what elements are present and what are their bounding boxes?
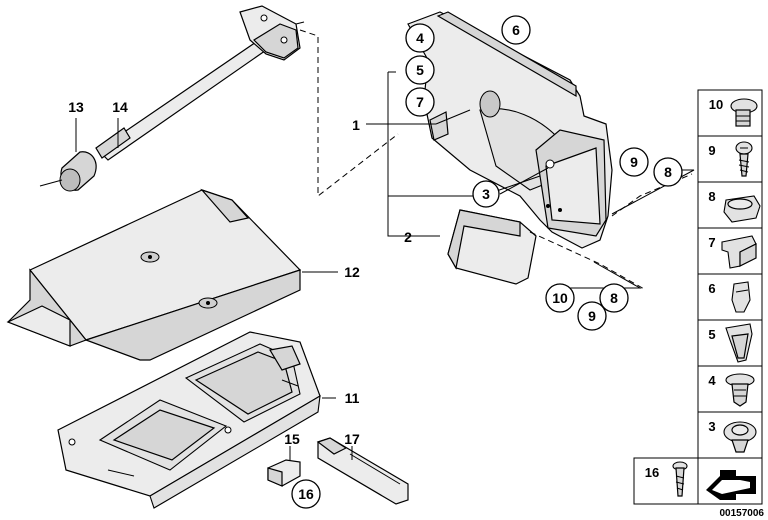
label-11: 11 bbox=[345, 390, 360, 406]
mushroom-rivet-icon bbox=[725, 373, 755, 407]
callout-circle-7 bbox=[405, 87, 435, 117]
expanding-clip-icon bbox=[723, 421, 757, 453]
callout-circle-8-bottom bbox=[599, 283, 629, 313]
label-17: 17 bbox=[344, 431, 360, 447]
legend-num-4: 4 bbox=[708, 373, 716, 388]
callout-8-top: 8 bbox=[664, 164, 672, 180]
legend-num-8: 8 bbox=[708, 189, 715, 204]
side-trim-panel-part bbox=[407, 11, 613, 249]
trunk-tray-part bbox=[57, 331, 321, 509]
callout-10: 10 bbox=[552, 290, 568, 306]
callout-16: 16 bbox=[298, 486, 314, 502]
expanding-rivet-icon bbox=[730, 98, 758, 127]
legend-num-6: 6 bbox=[708, 281, 715, 296]
label-2: 2 bbox=[404, 229, 412, 245]
screw-icon bbox=[735, 141, 753, 177]
callout-circle-4 bbox=[405, 23, 435, 53]
callout-4: 4 bbox=[416, 30, 424, 46]
callout-3: 3 bbox=[482, 186, 490, 202]
arrow-symbol-icon bbox=[706, 470, 756, 500]
callout-7: 7 bbox=[416, 94, 424, 110]
bolt-icon bbox=[672, 461, 688, 497]
label-14: 14 bbox=[112, 99, 128, 115]
plug-icon bbox=[723, 195, 761, 223]
legend-num-3: 3 bbox=[708, 419, 715, 434]
trunk-floor-cover-part bbox=[6, 188, 302, 361]
retainer-clip-icon bbox=[721, 235, 757, 269]
callout-circle-5 bbox=[405, 55, 435, 85]
cover-plate-part bbox=[447, 209, 537, 285]
callout-circle-9-bottom bbox=[577, 301, 607, 331]
trunk-strut-part bbox=[95, 5, 305, 161]
callout-circle-10 bbox=[545, 283, 575, 313]
trim-strip-part bbox=[316, 437, 409, 505]
bracket-part bbox=[267, 459, 301, 487]
callout-6: 6 bbox=[512, 22, 520, 38]
push-clip-icon bbox=[725, 323, 753, 363]
label-12: 12 bbox=[344, 264, 360, 280]
diagram-reference-number: 00157006 bbox=[720, 508, 765, 519]
legend-column: 10 9 8 7 6 bbox=[633, 89, 763, 505]
callout-circle-8-top bbox=[653, 157, 683, 187]
callout-circle-3 bbox=[472, 180, 500, 208]
legend-num-10: 10 bbox=[709, 97, 723, 112]
callout-circle-16 bbox=[291, 479, 321, 509]
label-13: 13 bbox=[68, 99, 84, 115]
callout-circle-9-top bbox=[619, 147, 649, 177]
callout-9-bottom: 9 bbox=[588, 308, 596, 324]
rubber-buffer-part bbox=[39, 151, 97, 192]
legend-num-16: 16 bbox=[645, 465, 659, 480]
spring-nut-icon bbox=[731, 281, 751, 313]
legend-num-9: 9 bbox=[708, 143, 715, 158]
legend-num-5: 5 bbox=[708, 327, 715, 342]
legend-num-7: 7 bbox=[708, 235, 715, 250]
callout-5: 5 bbox=[416, 62, 424, 78]
callout-circle-6 bbox=[501, 15, 531, 45]
callout-8-bottom: 8 bbox=[610, 290, 618, 306]
callout-9-top: 9 bbox=[630, 154, 638, 170]
label-15: 15 bbox=[284, 431, 300, 447]
label-1: 1 bbox=[352, 117, 360, 133]
